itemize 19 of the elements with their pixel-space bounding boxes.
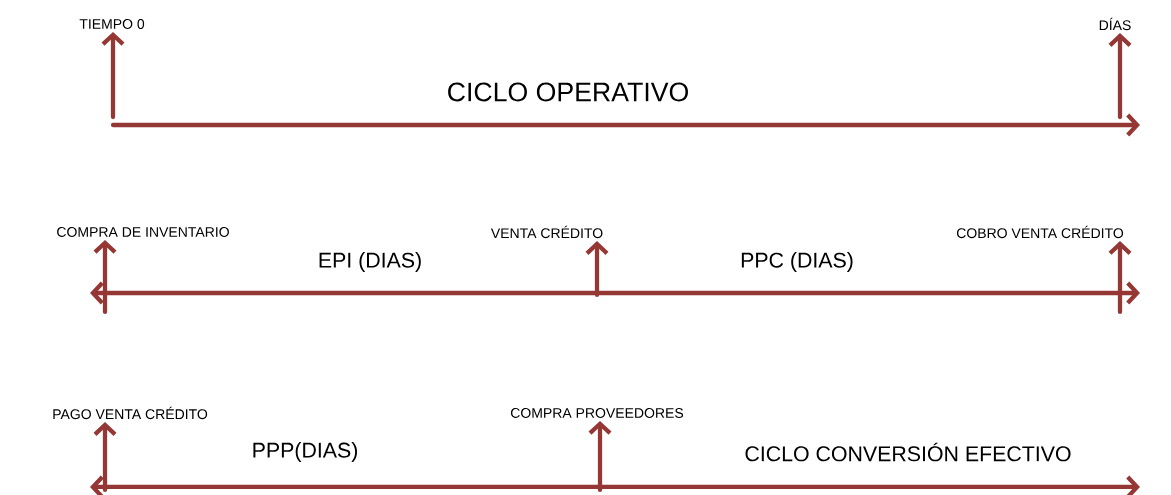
arrow [101,31,125,120]
arrow [1108,241,1132,315]
period-label: CICLO OPERATIVO [448,82,688,102]
arrow [1108,33,1132,120]
event-label: DÍAS [1099,17,1131,31]
event-label: COBRO VENTA CRÉDITO [956,225,1124,239]
event-label: TIEMPO 0 [79,19,145,29]
arrow [93,422,117,493]
period-label: PPC (DIAS) [741,252,853,272]
period-label: CICLO CONVERSIÓN EFECTIVO [745,442,1071,462]
event-label: PAGO VENTA CRÉDITO [53,406,208,420]
period-label: PPP(DIAS) [253,442,357,462]
period-label: EPI (DIAS) [319,252,421,272]
event-label: VENTA CRÉDITO [490,225,603,239]
arrow [585,241,609,298]
event-label: COMPRA DE INVENTARIO [57,227,229,237]
event-label: COMPRA PROVEEDORES [511,408,684,418]
arrow [93,239,117,315]
arrow [588,420,612,493]
